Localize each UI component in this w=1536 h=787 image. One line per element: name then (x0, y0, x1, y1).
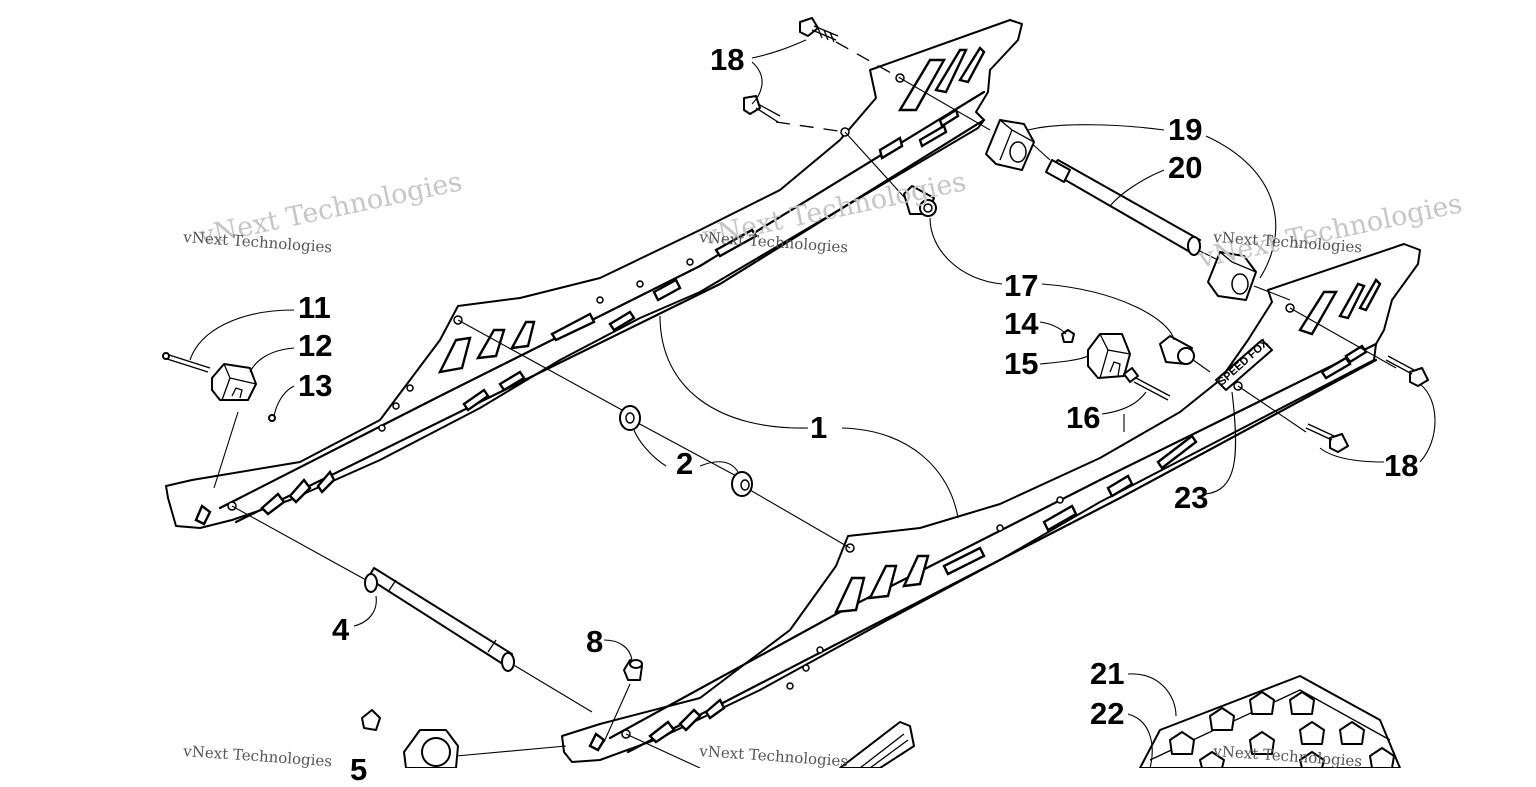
bolt-18-top-b (743, 95, 781, 123)
track-21 (1139, 675, 1401, 768)
clip-13 (268, 414, 276, 422)
callout-5: 5 (350, 752, 368, 787)
bolt-18-right-a (1385, 355, 1429, 387)
callout-2: 2 (676, 446, 694, 481)
callout-15: 15 (1004, 346, 1039, 381)
bushing-8 (603, 659, 643, 743)
left-slide-rail (165, 19, 1023, 529)
pin-11 (162, 352, 211, 373)
bolt-18-top-a (799, 17, 839, 43)
callout-23: 23 (1174, 480, 1209, 515)
bushing-17-b (1159, 335, 1195, 365)
callout-18-top: 18 (710, 42, 745, 77)
washer-2-b (731, 471, 753, 497)
callout-22: 22 (1090, 696, 1125, 731)
bushing-17-a (903, 185, 937, 217)
callout-20: 20 (1168, 150, 1203, 185)
callout-1: 1 (810, 410, 828, 445)
callout-4: 4 (332, 612, 350, 647)
callout-17: 17 (1004, 268, 1039, 303)
shaft-20 (1045, 159, 1201, 256)
block-19-a (985, 119, 1035, 171)
bolt-16 (1123, 367, 1171, 401)
callout-13: 13 (298, 368, 333, 403)
block-12 (211, 363, 257, 401)
wear-strip (839, 721, 915, 768)
callout-18-right: 18 (1384, 448, 1419, 483)
washer-2-a (619, 405, 641, 431)
callout-leaders (189, 39, 1436, 768)
right-slide-rail (561, 243, 1421, 763)
callout-14: 14 (1004, 306, 1039, 341)
exploded-parts-diagram: SPEED FOX (162, 17, 1436, 768)
block-19-b (1207, 251, 1257, 301)
callout-21: 21 (1090, 656, 1125, 691)
callout-19: 19 (1168, 112, 1203, 147)
block-15 (1087, 333, 1131, 379)
callout-16: 16 (1066, 400, 1101, 435)
bolt-18-right-b (1305, 423, 1349, 453)
idler-wheel-5 (361, 709, 567, 768)
callout-11: 11 (298, 290, 331, 325)
axle-4 (364, 567, 515, 672)
callout-8: 8 (586, 624, 604, 659)
callout-12: 12 (298, 328, 333, 363)
assembly-lines (213, 41, 1397, 768)
